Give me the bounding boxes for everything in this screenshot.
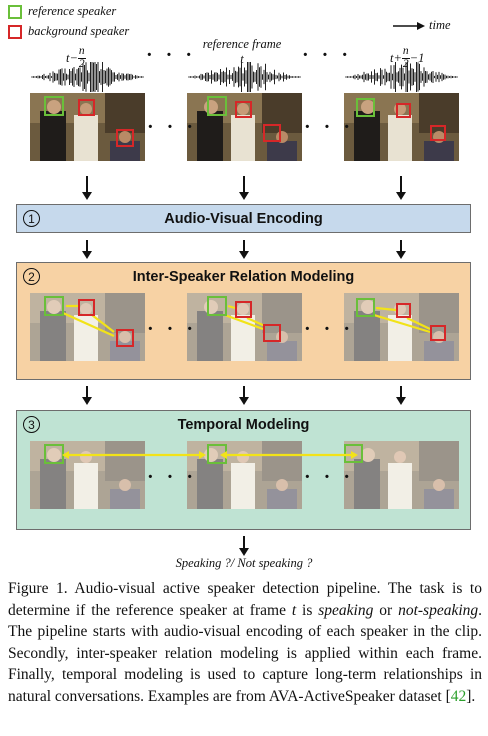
- waveform-center: [188, 62, 301, 92]
- background-speaker-box: [263, 124, 281, 142]
- background-speaker-box: [235, 101, 252, 118]
- caption-speaking: speaking: [318, 601, 374, 619]
- arrow-down-icon: [82, 176, 92, 200]
- caption-rest: . The pipeline starts with audio-visual …: [8, 601, 483, 705]
- frame-label-center: reference frame t: [197, 37, 287, 67]
- scene-faded-left: [30, 293, 145, 361]
- background-swatch: [8, 24, 22, 39]
- ellipsis-frames-2: · · ·: [304, 116, 355, 138]
- arrow-down-icon: [396, 176, 406, 200]
- time-arrow-icon: [393, 22, 425, 30]
- background-speaker-box: [235, 301, 252, 318]
- scene-right: [344, 93, 459, 161]
- time-label: time: [429, 18, 451, 32]
- legend-reference-label: reference speaker: [28, 4, 117, 18]
- legend-background-label: background speaker: [28, 24, 130, 38]
- reference-speaker-box: [356, 98, 375, 117]
- background-speaker-box: [116, 129, 134, 147]
- reference-speaker-box: [344, 444, 363, 463]
- relation-frame-center: [187, 293, 302, 361]
- ellipsis-top-2: · · ·: [302, 44, 353, 66]
- reference-speaker-box: [44, 296, 64, 316]
- waveform-left: [31, 62, 144, 92]
- caption-not-speaking: not-speaking: [398, 601, 479, 619]
- stage-number: 3: [23, 416, 40, 433]
- scene-center: [187, 93, 302, 161]
- frame-label-left: t− n 2: [66, 45, 86, 70]
- arrow-down-icon: [239, 240, 249, 259]
- ellipsis-relation-2: · · ·: [304, 318, 355, 340]
- output-label: Speaking ?/ Not speaking ?: [175, 556, 313, 570]
- background-speaker-box: [430, 325, 446, 341]
- reference-speaker-box: [207, 96, 227, 116]
- frame-label-center-top: reference frame: [202, 37, 282, 51]
- scene-left: [30, 93, 145, 161]
- arrow-down-icon: [82, 240, 92, 259]
- scene-faded-right: [344, 441, 459, 509]
- background-speaker-box: [396, 103, 411, 118]
- background-speaker-box: [263, 324, 281, 342]
- stage-number: 1: [23, 210, 40, 227]
- background-speaker-box: [78, 299, 95, 316]
- relation-arrows: [62, 304, 115, 338]
- figure-caption: Figure 1. Audio-visual active speaker de…: [8, 578, 482, 708]
- video-frame-right: [344, 93, 459, 161]
- legend-reference: reference speaker: [8, 4, 116, 19]
- stage-title: Temporal Modeling: [177, 417, 310, 433]
- stage-number: 2: [23, 268, 40, 285]
- fraction-left-num: n: [77, 45, 86, 59]
- background-speaker-box: [396, 303, 411, 318]
- relation-frame-right: [344, 293, 459, 361]
- relation-frame-left: [30, 293, 145, 361]
- arrow-down-icon: [239, 176, 249, 200]
- caption-mid1: is: [296, 601, 319, 619]
- frame-label-right-prefix: t+: [390, 50, 402, 65]
- arrow-down-icon: [82, 386, 92, 405]
- ellipsis-frames-1: · · ·: [147, 116, 198, 138]
- caption-end: ].: [466, 687, 476, 705]
- scene-faded-right: [344, 293, 459, 361]
- fraction-left-den: 2: [78, 57, 85, 70]
- caption-lead: Figure 1. Audio-visual active speaker de…: [8, 580, 482, 619]
- stage-title: Audio-Visual Encoding: [164, 211, 323, 227]
- ellipsis-temporal-1: · · ·: [147, 466, 198, 488]
- temporal-frame-left: [30, 441, 145, 509]
- arrow-down-icon: [239, 386, 249, 405]
- arrow-down-icon: [396, 386, 406, 405]
- citation-link[interactable]: 42: [450, 687, 467, 705]
- fraction-left: n 2: [77, 45, 86, 70]
- video-frame-left: [30, 93, 145, 161]
- frame-label-left-prefix: t−: [66, 50, 78, 65]
- arrow-down-icon: [396, 240, 406, 259]
- scene-faded-left: [30, 441, 145, 509]
- waveform-right: [345, 62, 458, 92]
- relation-arrows: [224, 304, 266, 331]
- stage-audio-visual-encoding: 1 Audio-Visual Encoding: [16, 204, 471, 233]
- video-frame-center: [187, 93, 302, 161]
- reference-speaker-box: [207, 296, 227, 316]
- ellipsis-temporal-2: · · ·: [304, 466, 355, 488]
- ellipsis-relation-1: · · ·: [147, 318, 198, 340]
- caption-mid2: or: [373, 601, 399, 619]
- stage-title: Inter-Speaker Relation Modeling: [132, 269, 355, 285]
- caption-t: t: [291, 601, 297, 619]
- frame-label-center-bottom: t: [240, 52, 244, 66]
- legend-background: background speaker: [8, 24, 129, 39]
- temporal-link-arrows: [62, 451, 358, 459]
- temporal-frame-right: [344, 441, 459, 509]
- relation-arrows: [373, 306, 431, 334]
- ellipsis-top-1: · · ·: [146, 44, 197, 66]
- reference-speaker-box: [44, 96, 64, 116]
- background-speaker-box: [430, 125, 446, 141]
- reference-swatch: [8, 4, 22, 19]
- reference-speaker-box: [44, 444, 64, 464]
- background-speaker-box: [116, 329, 134, 347]
- background-speaker-box: [78, 99, 95, 116]
- arrow-down-icon: [239, 536, 249, 556]
- frame-label-right-suffix: −1: [409, 50, 425, 65]
- fraction-right-num: n: [401, 45, 410, 59]
- reference-speaker-box: [356, 298, 375, 317]
